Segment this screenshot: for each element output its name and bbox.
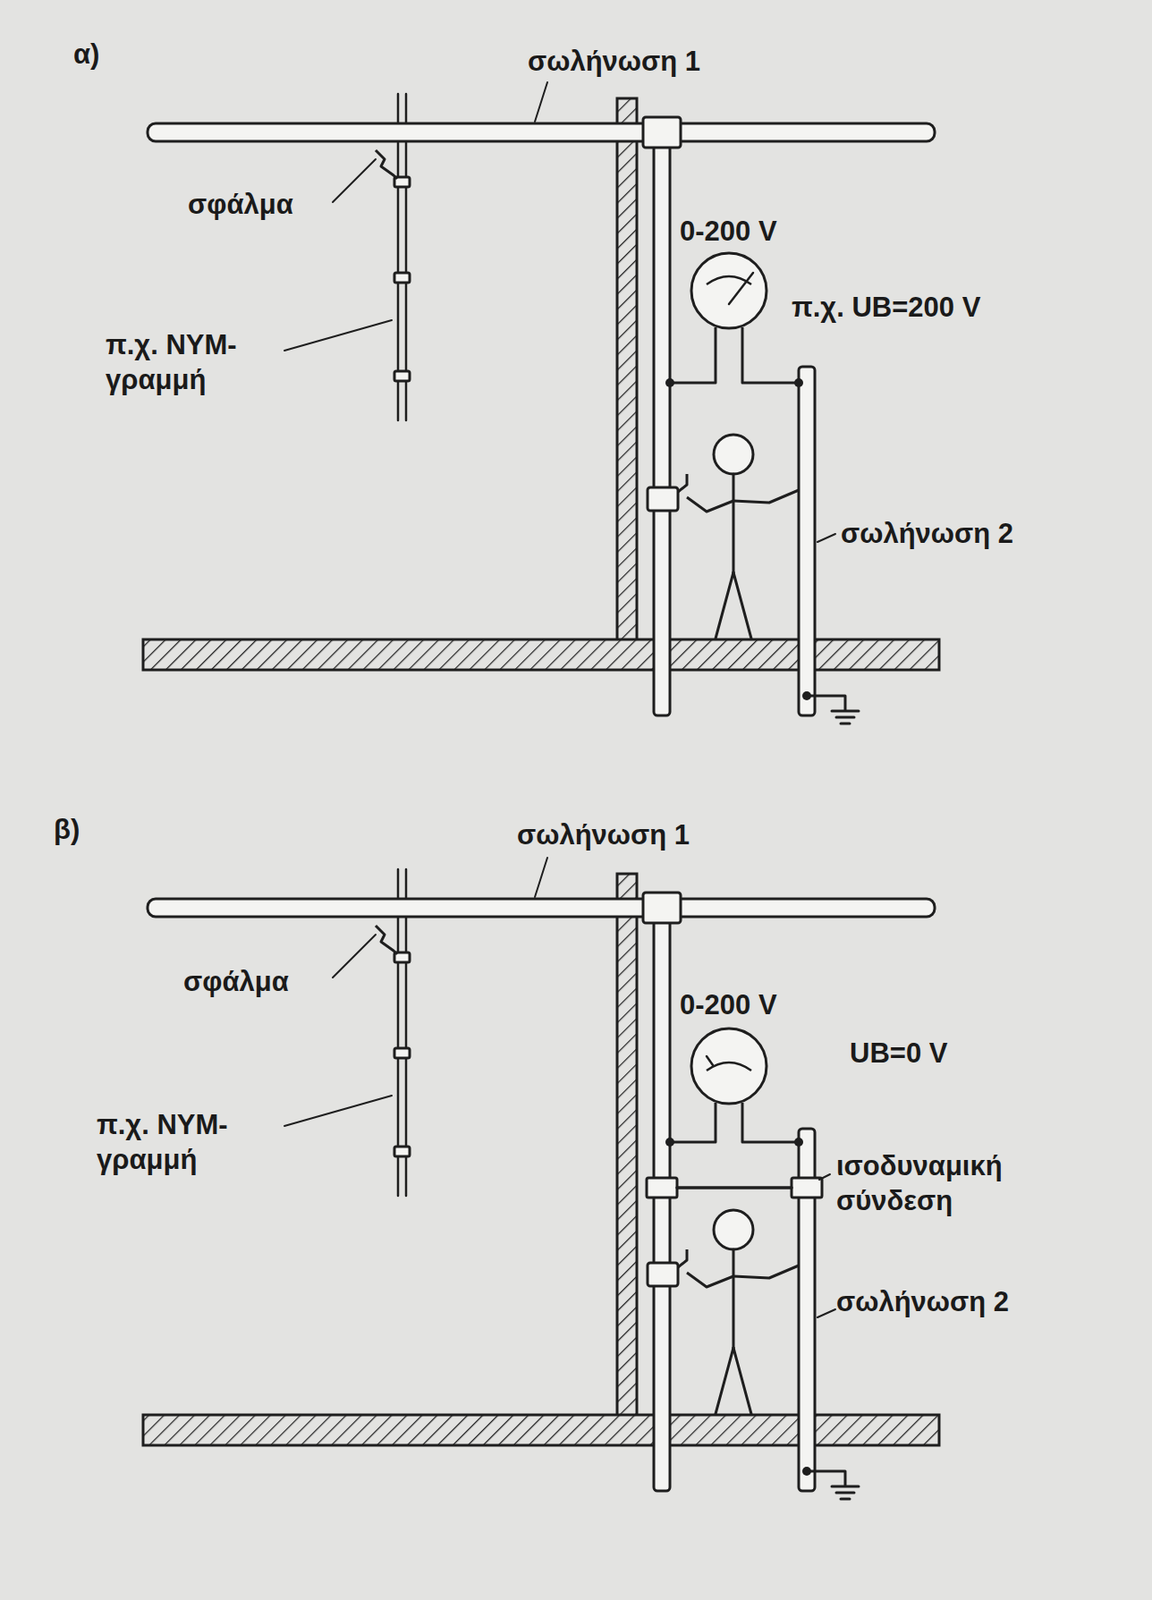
ground-symbol: [836, 1491, 855, 1495]
label: α): [73, 37, 145, 73]
leader-line: [284, 320, 392, 351]
voltmeter-needle: [728, 272, 754, 305]
leader-line: [332, 934, 376, 978]
cable-clip: [394, 1048, 410, 1059]
contact-dot: [665, 378, 675, 388]
label: β): [53, 813, 126, 848]
contact-dot: [665, 1137, 675, 1147]
leader-line: [534, 82, 548, 122]
person-arm: [733, 1265, 799, 1279]
floor: [143, 1414, 940, 1446]
faucet-handle: [677, 474, 687, 492]
label: π.χ. NYM- γραμμή: [96, 1108, 276, 1178]
ground-symbol: [840, 1498, 850, 1501]
leader-line: [332, 159, 376, 203]
label: π.χ. NYM- γραμμή: [105, 328, 285, 399]
fault-spark: [375, 150, 398, 179]
ground-wire: [806, 1471, 846, 1487]
leader-line: [819, 1174, 831, 1180]
leader-line: [817, 1309, 836, 1318]
pipe-1-riser: [653, 916, 670, 1491]
voltmeter-needle: [706, 1056, 713, 1066]
bond-clamp: [646, 1177, 678, 1198]
label: σωλήνωση 2: [836, 1285, 1078, 1321]
wall: [617, 98, 637, 641]
person-arm: [733, 490, 799, 503]
cable-clip: [394, 371, 410, 382]
person-head: [713, 1210, 754, 1250]
ground-wire: [806, 695, 846, 712]
fault-spark: [375, 925, 398, 955]
person-head: [713, 434, 754, 475]
tee-fitting: [643, 892, 681, 924]
meter-lead: [742, 1102, 799, 1143]
label: σωλήνωση 2: [840, 516, 1083, 552]
voltmeter: [691, 253, 767, 329]
voltmeter-scale: [706, 1062, 752, 1071]
ground-symbol: [836, 716, 855, 720]
label: 0-200 V: [679, 988, 859, 1024]
floor: [143, 639, 940, 670]
person-body: [732, 1249, 736, 1348]
contact-dot: [794, 378, 804, 388]
faucet: [647, 1262, 678, 1287]
person-body: [732, 474, 736, 573]
faucet: [647, 487, 678, 511]
leader-line: [534, 857, 548, 898]
wall: [617, 873, 637, 1416]
bond-clamp: [791, 1177, 822, 1198]
ground-symbol: [840, 722, 850, 726]
bonding-conductor: [677, 1185, 792, 1190]
meter-lead: [669, 1102, 716, 1143]
cable-clip: [394, 1146, 410, 1157]
person-leg: [715, 572, 734, 639]
leader-line: [284, 1095, 392, 1127]
contact-dot: [794, 1137, 804, 1147]
label: ισοδυναμική σύνδεση: [836, 1149, 1051, 1220]
pipe-1: [147, 898, 935, 917]
person-leg: [733, 1347, 752, 1415]
label: UB=0 V: [849, 1036, 1065, 1072]
label: π.χ. UB=200 V: [791, 290, 1051, 326]
pipe-2: [798, 366, 815, 716]
pipe-1-riser: [653, 141, 670, 716]
tee-fitting: [643, 117, 681, 148]
ground-symbol: [831, 1485, 859, 1489]
person-arm: [686, 1272, 734, 1288]
person-arm: [686, 497, 734, 512]
label: 0-200 V: [679, 214, 859, 250]
label: σφάλμα: [183, 965, 336, 1000]
voltmeter: [691, 1028, 767, 1104]
leader-line: [817, 533, 836, 543]
pipe-1: [147, 123, 935, 142]
meter-lead: [669, 327, 716, 383]
ground-symbol: [831, 710, 859, 713]
cable-clip: [394, 272, 410, 283]
person-leg: [715, 1347, 734, 1415]
label: σωλήνωση 1: [516, 818, 750, 854]
label: σωλήνωση 1: [527, 44, 761, 80]
label: σφάλμα: [187, 187, 340, 223]
person-leg: [733, 572, 752, 639]
meter-lead: [742, 327, 799, 383]
faucet-handle: [677, 1249, 687, 1268]
